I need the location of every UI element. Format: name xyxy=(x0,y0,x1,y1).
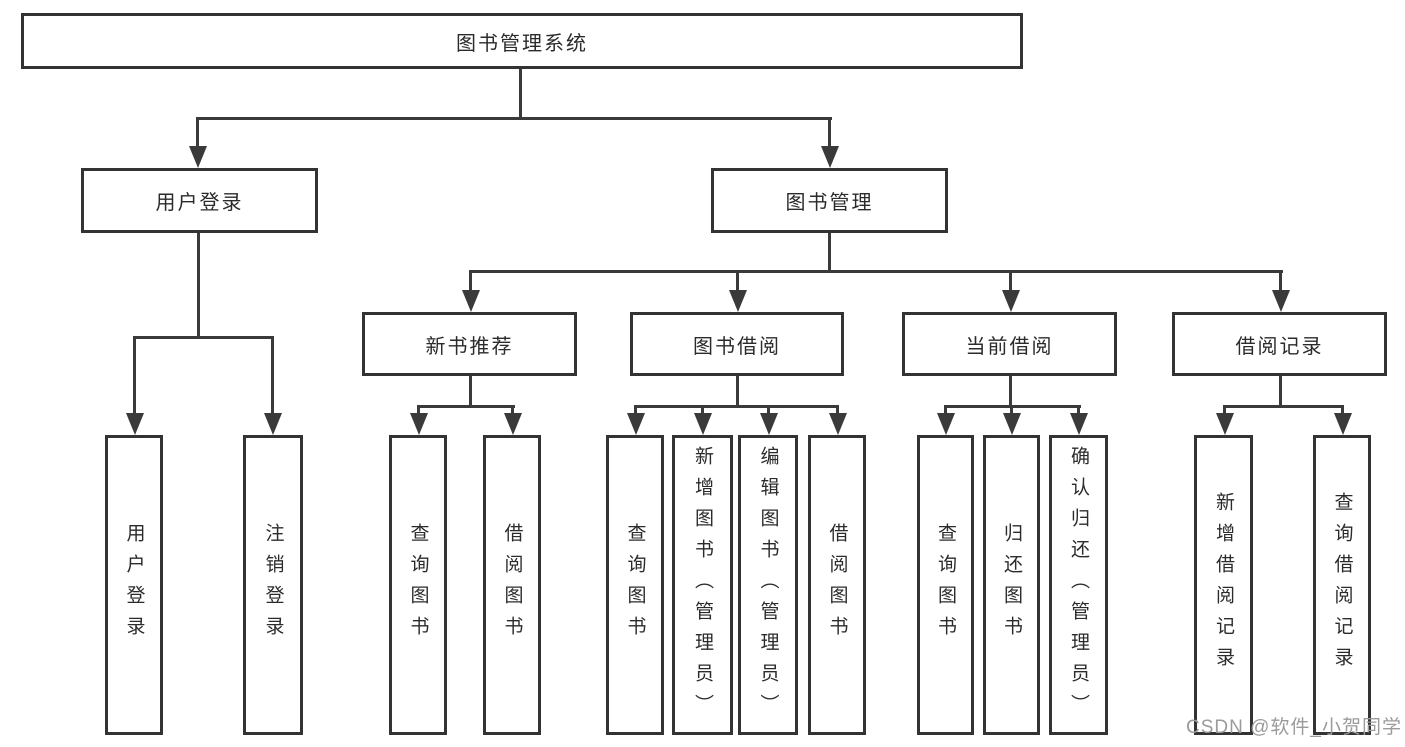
leaf-records-query-record-label: 查询借阅记录 xyxy=(1331,492,1353,678)
connector-borrow-horizontal xyxy=(634,405,839,408)
leaf-newbook-query-book: 查询图书 xyxy=(389,435,447,735)
arrowhead-down-borrow-1 xyxy=(627,413,645,435)
connector-records-vertical xyxy=(1279,376,1282,408)
leaf-borrow-borrow-book-label: 借阅图书 xyxy=(826,523,848,647)
node-borrow-records-label: 借阅记录 xyxy=(1235,335,1324,358)
connector-root-horizontal xyxy=(196,117,832,120)
leaf-current-return-book-label: 归还图书 xyxy=(1001,523,1022,647)
connector-mgmt-vertical xyxy=(828,233,831,273)
connector-stem-borrow-3 xyxy=(767,405,770,415)
node-book-management-label: 图书管理 xyxy=(785,192,874,214)
leaf-borrow-query-book: 查询图书 xyxy=(606,435,664,735)
connector-mgmt-horizontal xyxy=(469,270,1283,273)
connector-login-horizontal xyxy=(133,336,274,339)
arrowhead-down-current xyxy=(1002,290,1020,312)
node-new-book-recommend: 新书推荐 xyxy=(362,312,577,376)
arrowhead-down-newbook-1 xyxy=(410,413,428,435)
arrowhead-down-borrow-4 xyxy=(829,413,847,435)
csdn-watermark: CSDN @软件_小贺同学 xyxy=(1186,717,1402,738)
leaf-user-login-label: 用户登录 xyxy=(123,523,145,647)
connector-stem-records-2 xyxy=(1341,405,1344,415)
leaf-borrow-query-book-label: 查询图书 xyxy=(624,523,646,647)
arrowhead-down-records-1 xyxy=(1216,413,1234,435)
arrowhead-down-records-2 xyxy=(1334,413,1352,435)
connector-stem-records-1 xyxy=(1223,405,1226,415)
leaf-logout: 注销登录 xyxy=(243,435,303,735)
leaf-user-login: 用户登录 xyxy=(105,435,163,735)
arrowhead-down-current-3 xyxy=(1070,413,1088,435)
connector-login-vertical xyxy=(197,233,200,339)
leaf-borrow-add-book-admin-label: 新增图书（管理员） xyxy=(692,445,713,725)
connector-borrow-vertical xyxy=(736,376,739,408)
leaf-current-confirm-return-admin: 确认归还（管理员） xyxy=(1049,435,1108,735)
connector-stem-newbook-1 xyxy=(417,405,420,415)
connector-root-vertical xyxy=(519,69,522,118)
arrowhead-down-current-1 xyxy=(937,413,955,435)
arrowhead-down-records xyxy=(1272,290,1290,312)
connector-newbook-horizontal xyxy=(417,405,515,408)
connector-current-vertical xyxy=(1009,376,1012,408)
connector-stem-newbook-2 xyxy=(511,405,514,415)
connector-stem-borrow-1 xyxy=(634,405,637,415)
connector-stem-login-1 xyxy=(133,336,136,415)
node-book-borrowing-label: 图书借阅 xyxy=(693,335,781,358)
node-current-borrowing-label: 当前借阅 xyxy=(965,335,1054,358)
connector-stem-newbook xyxy=(469,270,472,292)
arrowhead-down-borrow-2 xyxy=(694,413,712,435)
leaf-newbook-query-book-label: 查询图书 xyxy=(407,523,429,647)
connector-stem-borrow xyxy=(736,270,739,292)
node-current-borrowing: 当前借阅 xyxy=(902,312,1117,376)
connector-stem-login-2 xyxy=(271,336,274,415)
leaf-records-add-record: 新增借阅记录 xyxy=(1194,435,1253,735)
leaf-current-query-book: 查询图书 xyxy=(917,435,974,735)
leaf-borrow-edit-book-admin-label: 编辑图书（管理员） xyxy=(757,445,779,725)
leaf-logout-label: 注销登录 xyxy=(262,523,284,647)
arrowhead-down-borrow-3 xyxy=(760,413,778,435)
connector-stem-book-management xyxy=(828,117,831,148)
connector-newbook-vertical xyxy=(469,376,472,408)
node-library-system-label: 图书管理系统 xyxy=(456,32,588,55)
leaf-newbook-borrow-book-label: 借阅图书 xyxy=(501,523,523,647)
leaf-borrow-edit-book-admin: 编辑图书（管理员） xyxy=(738,435,798,735)
connector-stem-current-2 xyxy=(1010,405,1013,415)
node-user-login-label: 用户登录 xyxy=(155,192,244,214)
arrowhead-down-login-2 xyxy=(264,413,282,435)
node-new-book-recommend-label: 新书推荐 xyxy=(425,335,514,358)
leaf-current-return-book: 归还图书 xyxy=(983,435,1040,735)
connector-stem-current-1 xyxy=(944,405,947,415)
node-book-management: 图书管理 xyxy=(711,168,948,233)
leaf-borrow-borrow-book: 借阅图书 xyxy=(808,435,866,735)
node-library-system: 图书管理系统 xyxy=(21,13,1023,69)
leaf-borrow-add-book-admin: 新增图书（管理员） xyxy=(672,435,733,735)
leaf-current-confirm-return-admin-label: 确认归还（管理员） xyxy=(1068,445,1089,725)
connector-stem-records xyxy=(1279,270,1282,292)
connector-stem-current xyxy=(1009,270,1012,292)
arrowhead-down-newbook xyxy=(462,290,480,312)
arrowhead-down-user-login xyxy=(189,146,207,168)
connector-stem-borrow-4 xyxy=(836,405,839,415)
leaf-records-add-record-label: 新增借阅记录 xyxy=(1213,492,1234,678)
arrowhead-down-login-1 xyxy=(126,413,144,435)
arrowhead-down-book-management xyxy=(821,146,839,168)
leaf-newbook-borrow-book: 借阅图书 xyxy=(483,435,541,735)
leaf-records-query-record: 查询借阅记录 xyxy=(1313,435,1371,735)
arrowhead-down-newbook-2 xyxy=(504,413,522,435)
node-book-borrowing: 图书借阅 xyxy=(630,312,844,376)
connector-stem-borrow-2 xyxy=(701,405,704,415)
node-user-login: 用户登录 xyxy=(81,168,318,233)
node-borrow-records: 借阅记录 xyxy=(1172,312,1387,376)
connector-records-horizontal xyxy=(1223,405,1344,408)
arrowhead-down-borrow xyxy=(729,290,747,312)
arrowhead-down-current-2 xyxy=(1003,413,1021,435)
connector-stem-current-3 xyxy=(1077,405,1080,415)
connector-stem-user-login xyxy=(196,117,199,148)
leaf-current-query-book-label: 查询图书 xyxy=(935,523,956,647)
